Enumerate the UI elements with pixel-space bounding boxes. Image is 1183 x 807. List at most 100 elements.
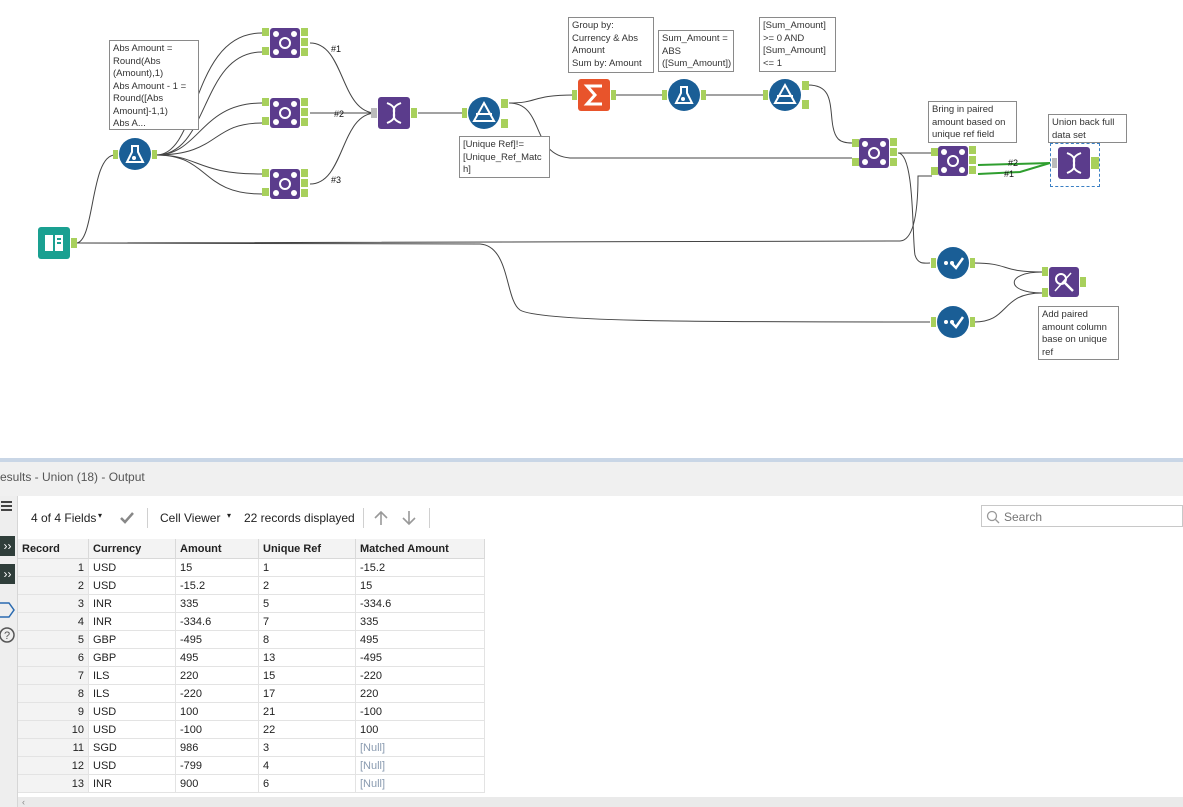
column-header-unique-ref[interactable]: Unique Ref bbox=[258, 539, 356, 559]
join-anchors-right[interactable] bbox=[890, 138, 898, 168]
table-cell[interactable]: -100 bbox=[175, 720, 259, 739]
arrow-up-icon[interactable] bbox=[372, 509, 390, 527]
table-cell[interactable]: [Null] bbox=[355, 738, 485, 757]
list-icon[interactable] bbox=[1, 500, 13, 514]
table-cell[interactable]: -15.2 bbox=[355, 558, 485, 577]
output-anchor[interactable] bbox=[1091, 157, 1099, 169]
record-number-cell[interactable]: 4 bbox=[18, 612, 89, 631]
table-cell[interactable]: 100 bbox=[355, 720, 485, 739]
table-cell[interactable]: 220 bbox=[175, 666, 259, 685]
cell-viewer-dropdown[interactable]: Cell Viewer bbox=[160, 511, 221, 525]
table-cell[interactable]: INR bbox=[88, 612, 176, 631]
join-anchors-left[interactable] bbox=[262, 98, 270, 126]
filter-tool-2[interactable] bbox=[769, 79, 801, 111]
input-anchor[interactable] bbox=[931, 317, 936, 327]
join-tool-4[interactable] bbox=[859, 138, 889, 168]
record-number-cell[interactable]: 1 bbox=[18, 558, 89, 577]
table-cell[interactable]: ILS bbox=[88, 666, 176, 685]
table-cell[interactable]: -495 bbox=[355, 648, 485, 667]
table-cell[interactable]: 900 bbox=[175, 774, 259, 793]
select-tool-2[interactable] bbox=[937, 306, 969, 338]
column-header-amount[interactable]: Amount bbox=[175, 539, 259, 559]
select-tool-1[interactable] bbox=[937, 247, 969, 279]
record-number-cell[interactable]: 6 bbox=[18, 648, 89, 667]
record-number-cell[interactable]: 2 bbox=[18, 576, 89, 595]
table-cell[interactable]: 8 bbox=[258, 630, 356, 649]
filter-tool-1[interactable] bbox=[468, 97, 500, 129]
input-data-tool[interactable] bbox=[38, 227, 70, 259]
search-box[interactable] bbox=[981, 505, 1183, 527]
output-anchor[interactable] bbox=[701, 90, 706, 100]
input-anchor[interactable] bbox=[931, 258, 936, 268]
join-tool-5[interactable] bbox=[938, 146, 968, 176]
tag-icon[interactable] bbox=[0, 600, 15, 620]
table-cell[interactable]: 100 bbox=[175, 702, 259, 721]
replace-anchor[interactable] bbox=[1042, 288, 1048, 297]
column-header-matched-amount[interactable]: Matched Amount bbox=[355, 539, 485, 559]
table-cell[interactable]: 6 bbox=[258, 774, 356, 793]
table-cell[interactable]: 15 bbox=[258, 666, 356, 685]
input-anchor[interactable] bbox=[1052, 158, 1057, 168]
input-anchor[interactable] bbox=[763, 90, 768, 100]
horizontal-scrollbar[interactable]: ‹ bbox=[18, 797, 1183, 807]
output-anchor[interactable] bbox=[1080, 277, 1086, 287]
join-anchors-right[interactable] bbox=[301, 98, 309, 128]
output-anchor[interactable] bbox=[152, 150, 157, 159]
record-number-cell[interactable]: 8 bbox=[18, 684, 89, 703]
table-cell[interactable]: USD bbox=[88, 720, 176, 739]
formula-tool-2[interactable] bbox=[668, 79, 700, 111]
table-cell[interactable]: 335 bbox=[355, 612, 485, 631]
join-anchors-left[interactable] bbox=[931, 148, 938, 176]
table-cell[interactable]: GBP bbox=[88, 648, 176, 667]
join-anchors-right[interactable] bbox=[969, 146, 977, 176]
table-cell[interactable]: 2 bbox=[258, 576, 356, 595]
union-tool-2[interactable] bbox=[1058, 147, 1090, 179]
table-cell[interactable]: ILS bbox=[88, 684, 176, 703]
arrow-down-icon[interactable] bbox=[400, 509, 418, 527]
table-cell[interactable]: -495 bbox=[175, 630, 259, 649]
output-anchor[interactable] bbox=[411, 108, 417, 118]
pane-divider[interactable] bbox=[0, 458, 1183, 462]
workflow-canvas[interactable]: Abs Amount = Round(Abs (Amount),1) Abs A… bbox=[0, 0, 1183, 458]
input-anchor[interactable] bbox=[572, 90, 577, 100]
record-number-cell[interactable]: 12 bbox=[18, 756, 89, 775]
chevron-down-icon[interactable]: ▾ bbox=[98, 511, 103, 520]
checkmark-icon[interactable] bbox=[119, 510, 135, 526]
join-anchors-left[interactable] bbox=[262, 28, 270, 56]
table-cell[interactable]: 17 bbox=[258, 684, 356, 703]
chevron-down-icon[interactable]: ▾ bbox=[227, 511, 232, 520]
table-cell[interactable]: -334.6 bbox=[355, 594, 485, 613]
join-anchors-left[interactable] bbox=[852, 139, 859, 167]
table-cell[interactable]: USD bbox=[88, 756, 176, 775]
table-cell[interactable]: -100 bbox=[355, 702, 485, 721]
expand-icon[interactable]: ›› bbox=[0, 536, 15, 556]
help-icon[interactable]: ? bbox=[0, 626, 16, 644]
table-cell[interactable]: 15 bbox=[355, 576, 485, 595]
output-anchor[interactable] bbox=[970, 258, 975, 268]
table-cell[interactable]: -220 bbox=[355, 666, 485, 685]
true-anchor[interactable] bbox=[802, 81, 809, 90]
table-cell[interactable]: INR bbox=[88, 594, 176, 613]
table-cell[interactable]: 5 bbox=[258, 594, 356, 613]
table-cell[interactable]: [Null] bbox=[355, 774, 485, 793]
table-cell[interactable]: 4 bbox=[258, 756, 356, 775]
formula-tool[interactable] bbox=[119, 138, 151, 170]
table-cell[interactable]: 15 bbox=[175, 558, 259, 577]
input-anchor[interactable] bbox=[113, 150, 118, 159]
expand-icon[interactable]: ›› bbox=[0, 564, 15, 584]
table-cell[interactable]: -15.2 bbox=[175, 576, 259, 595]
table-cell[interactable]: 7 bbox=[258, 612, 356, 631]
input-anchor[interactable] bbox=[662, 90, 667, 100]
table-cell[interactable]: SGD bbox=[88, 738, 176, 757]
table-cell[interactable]: 21 bbox=[258, 702, 356, 721]
false-anchor[interactable] bbox=[501, 119, 508, 128]
